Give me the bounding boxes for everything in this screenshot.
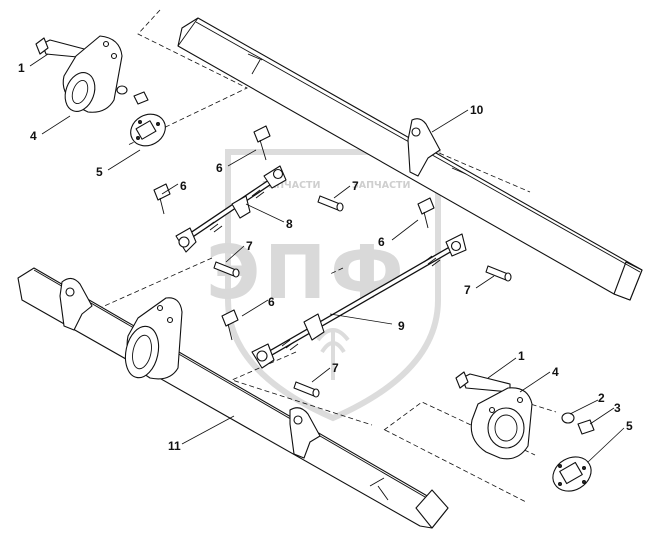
callout-5-upper: 5 [96,165,103,179]
callout-11: 11 [168,439,181,453]
lower-beam [17,267,449,529]
leader-lines [29,53,625,463]
watermark: ЗАПЧАСТИ ЗАПЧАСТИ ЭПФ [206,149,441,422]
watermark-shield-icon [225,149,441,422]
callout-5-lower: 5 [626,419,633,433]
callout-7-d: 7 [332,361,339,375]
callout-6-c: 6 [378,235,385,249]
upper-beam [177,17,643,301]
upper-turnbuckle [175,165,287,253]
callout-6-d: 6 [268,295,275,309]
lower-turnbuckle [251,233,467,369]
clevis-pins [213,195,512,398]
callout-1-upper: 1 [18,61,25,75]
callout-6-a: 6 [216,161,223,175]
callout-9: 9 [398,319,405,333]
callout-1-lower: 1 [518,349,525,363]
callout-2: 2 [598,391,605,405]
callout-7-c: 7 [464,283,471,297]
callout-8: 8 [286,217,293,231]
lynch-pins [153,125,435,341]
callout-4-lower: 4 [552,365,559,379]
watermark-brand-right: ЗАПЧАСТИ [352,180,411,191]
callout-4-upper: 4 [30,129,37,143]
callouts: 1 4 5 10 6 6 7 8 6 7 6 7 9 7 11 1 4 2 3 … [18,61,633,453]
callout-3: 3 [614,401,621,415]
lower-right-bracket-assembly [455,371,595,492]
watermark-brand-left: ЗАПЧАСТИ [262,180,321,191]
callout-7-a: 7 [352,179,359,193]
watermark-wheat-icon [316,328,350,380]
callout-6-b: 6 [180,179,187,193]
callout-10: 10 [470,103,484,117]
callout-7-b: 7 [246,239,253,253]
upper-left-bracket-assembly [35,35,166,147]
